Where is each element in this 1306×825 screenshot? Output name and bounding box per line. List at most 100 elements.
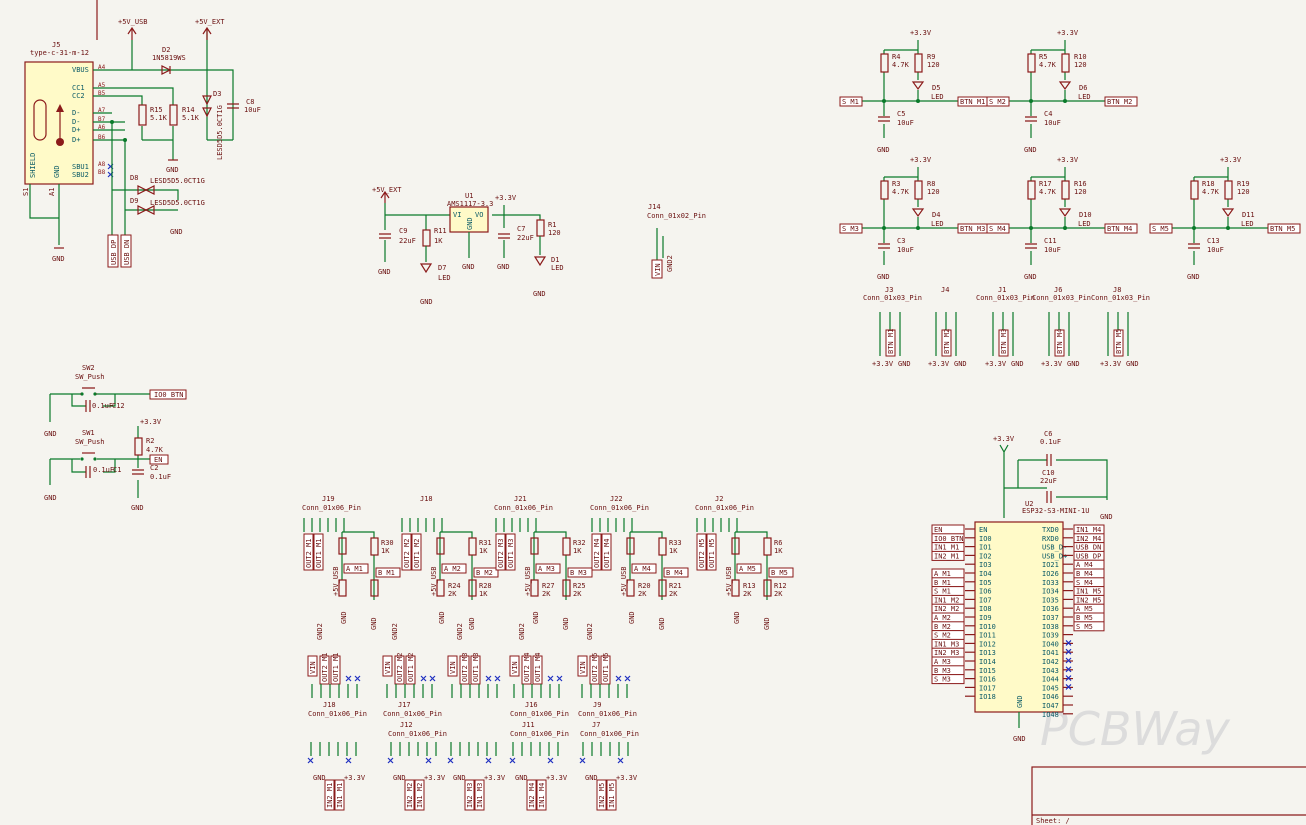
esp-net-right-5[interactable]: B_M4 (1073, 568, 1105, 579)
vin-label-3[interactable]: VIN (447, 655, 458, 677)
out1-label-3[interactable]: OUT1_M3 (505, 533, 516, 571)
vin-label-4[interactable]: VIN (509, 655, 520, 677)
sensor-label-2[interactable]: S_M2 (986, 96, 1010, 107)
in2-label-3[interactable]: IN2_M3 (464, 779, 475, 811)
esp-net-left-14[interactable]: IN2_M3 (931, 647, 965, 658)
b-label-4[interactable]: B_M4 (663, 567, 689, 578)
esp-net-left-1[interactable]: IO0_BTN (931, 533, 965, 544)
mid-out2-1[interactable]: OUT2_M1 (319, 652, 330, 685)
esp-net-right-10[interactable]: B_M5 (1073, 612, 1105, 623)
btn-net-3[interactable]: BTN_M3 (998, 329, 1009, 357)
esp-net-right-1[interactable]: IN2_M4 (1073, 533, 1105, 544)
btn-label-3[interactable]: BTN_M3 (957, 223, 991, 234)
mid-out2-3[interactable]: OUT2_M3 (459, 652, 470, 685)
esp-net-left-2[interactable]: IN1_M1 (931, 542, 965, 553)
a-label-5[interactable]: A_M5 (736, 563, 762, 574)
esp-net-left-8[interactable]: IN1_M2 (931, 594, 965, 605)
b-label-1[interactable]: B_M1 (375, 567, 401, 578)
esp-net-left-12[interactable]: S_M2 (931, 630, 965, 641)
in2-label-1[interactable]: IN2_M1 (324, 779, 335, 811)
btn-label-2[interactable]: BTN_M2 (1104, 96, 1138, 107)
out1-label-1[interactable]: OUT1_M1 (313, 533, 324, 571)
out2-label-3[interactable]: OUT2_M3 (495, 533, 506, 571)
in1-label-2[interactable]: IN1_M2 (414, 779, 425, 811)
esp-net-right-8[interactable]: IN2_M5 (1073, 594, 1105, 605)
esp-net-left-5[interactable]: A_M1 (931, 568, 965, 579)
mid-out2-5[interactable]: OUT2_M5 (589, 652, 600, 685)
sensor-label-5[interactable]: S_M5 (1149, 223, 1173, 234)
esp-net-left-15[interactable]: A_M3 (931, 656, 965, 667)
btn-label-1[interactable]: BTN_M1 (957, 96, 991, 107)
mid-out2-2[interactable]: OUT2_M2 (394, 652, 405, 685)
out2-label-1[interactable]: OUT2_M1 (303, 533, 314, 571)
mid-out1-4[interactable]: OUT1_M4 (532, 652, 543, 685)
mid-out1-1[interactable]: OUT1_M1 (330, 652, 341, 685)
esp-net-right-0[interactable]: IN1_M4 (1073, 524, 1105, 535)
usb-c-connector[interactable] (24, 61, 94, 185)
esp-net-right-2[interactable]: USB_DN (1073, 542, 1105, 553)
esp-net-left-9[interactable]: IN2_M2 (931, 603, 965, 614)
sensor-label-3[interactable]: S_M3 (839, 223, 863, 234)
esp-net-left-16[interactable]: B_M3 (931, 665, 965, 676)
out1-label-4[interactable]: OUT1_M4 (601, 533, 612, 571)
vin-label-2[interactable]: VIN (382, 655, 393, 677)
a-label-4[interactable]: A_M4 (631, 563, 657, 574)
esp-net-left-6[interactable]: B_M1 (931, 577, 965, 588)
esp-net-left-10[interactable]: A_M2 (931, 612, 965, 623)
esp-net-right-6[interactable]: S_M4 (1073, 577, 1105, 588)
btn-net-5[interactable]: BTN_M5 (1113, 329, 1124, 357)
in2-label-5[interactable]: IN2_M5 (596, 779, 607, 811)
io0-btn-label[interactable] (149, 389, 187, 400)
in1-label-4[interactable]: IN1_M4 (536, 779, 547, 811)
out2-label-4[interactable]: OUT2_M4 (591, 533, 602, 571)
esp-pin-left-6: IO5 (979, 579, 992, 587)
a-label-1[interactable]: A_M1 (343, 563, 369, 574)
b-label-3[interactable]: B_M3 (567, 567, 593, 578)
esp-net-right-9[interactable]: A_M5 (1073, 603, 1105, 614)
a-label-2[interactable]: A_M2 (441, 563, 467, 574)
sensor-label-1[interactable]: S_M1 (839, 96, 863, 107)
en-label[interactable] (149, 454, 169, 465)
vin-label[interactable] (651, 259, 663, 279)
btn-label-4[interactable]: BTN_M4 (1104, 223, 1138, 234)
mid-out1-3[interactable]: OUT1_M3 (470, 652, 481, 685)
out2-label-2[interactable]: OUT2_M2 (401, 533, 412, 571)
esp-net-right-11[interactable]: S_M5 (1073, 621, 1105, 632)
in1-label-5[interactable]: IN1_M5 (606, 779, 617, 811)
in2-label-2[interactable]: IN2_M2 (404, 779, 415, 811)
btn-net-2[interactable]: BTN_M2 (941, 329, 952, 357)
esp-net-left-17[interactable]: S_M3 (931, 674, 965, 685)
in1-label-3[interactable]: IN1_M3 (474, 779, 485, 811)
in1-label-1[interactable]: IN1_M1 (334, 779, 345, 811)
out1-label-2[interactable]: OUT1_M2 (411, 533, 422, 571)
usb-dn-label[interactable] (120, 234, 132, 268)
b-label-5[interactable]: B_M5 (768, 567, 794, 578)
out2-label-5[interactable]: OUT2_M5 (696, 533, 707, 571)
sensor-label-4[interactable]: S_M4 (986, 223, 1010, 234)
in2-label-4[interactable]: IN2_M4 (526, 779, 537, 811)
esp-net-left-13[interactable]: IN1_M3 (931, 638, 965, 649)
vin-label-5[interactable]: VIN (577, 655, 588, 677)
a-label-3[interactable]: A_M3 (535, 563, 561, 574)
btn-net-1[interactable]: BTN_M1 (885, 329, 896, 357)
mid-out2-4[interactable]: OUT2_M4 (521, 652, 532, 685)
esp-net-left-11[interactable]: B_M2 (931, 621, 965, 632)
btn-net-4[interactable]: BTN_M4 (1054, 329, 1065, 357)
esp-net-right-4[interactable]: A_M4 (1073, 559, 1105, 570)
svg-text:4.7K: 4.7K (1039, 61, 1057, 69)
esp-net-left-7[interactable]: S_M1 (931, 586, 965, 597)
esp-net-right-7[interactable]: IN1_M5 (1073, 586, 1105, 597)
svg-text:+5V_USB: +5V_USB (725, 566, 733, 596)
mid-out1-5[interactable]: OUT1_M5 (600, 652, 611, 685)
vin-label-1[interactable]: VIN (307, 655, 318, 677)
out1-label-5[interactable]: OUT1_M5 (706, 533, 717, 571)
mid-out1-2[interactable]: OUT1_M2 (405, 652, 416, 685)
esp-net-left-0[interactable]: EN (931, 524, 965, 535)
btn-label-5[interactable]: BTN_M5 (1267, 223, 1301, 234)
esp-net-left-3[interactable]: IN2_M1 (931, 550, 965, 561)
esp-net-right-3[interactable]: USB_DP (1073, 550, 1105, 561)
usb-dp-label[interactable] (107, 234, 119, 268)
ams1117-regulator[interactable] (449, 206, 489, 233)
b-label-2[interactable]: B_M2 (473, 567, 499, 578)
